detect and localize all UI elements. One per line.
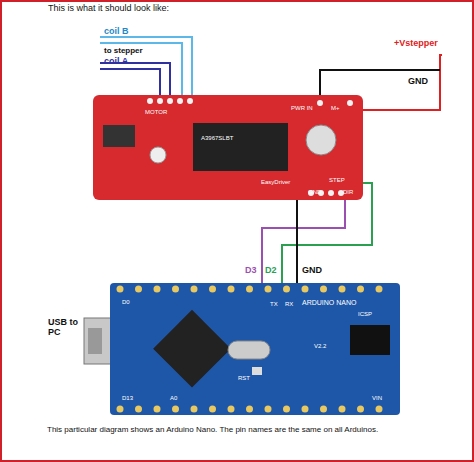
wire-label: coil A: [104, 57, 128, 67]
wire-connector: [262, 200, 345, 283]
wire-label: +Vstepper: [394, 39, 438, 49]
wire-label: USB to PC: [48, 318, 82, 338]
silkscreen-text: D13: [122, 395, 133, 402]
silkscreen-text: PWR IN: [291, 105, 313, 112]
silkscreen-text: TX: [270, 301, 278, 308]
wire-connector: [296, 200, 298, 283]
silkscreen-text: DIR: [343, 189, 353, 196]
wire-label: coil B: [104, 27, 129, 37]
silkscreen-text: M+: [331, 105, 340, 112]
pin-label: D3: [244, 266, 258, 276]
silkscreen-text: GND: [308, 189, 321, 196]
silkscreen-text: A3967SLBT: [201, 135, 233, 142]
wire-label: to stepper: [104, 47, 143, 56]
coil-wire: [100, 37, 192, 100]
power-wire: [350, 55, 442, 110]
wire-label: GND: [408, 77, 428, 87]
silkscreen-text: V2.2: [314, 343, 326, 350]
arduino-nano-board: ARDUINO NANO V2.2 TX RX RST ICSP D13 D0A0 VIN: [110, 283, 400, 415]
silkscreen-text: VIN: [372, 395, 382, 402]
caption: This particular diagram shows an Arduino…: [47, 426, 378, 435]
silkscreen-text: A0: [170, 395, 177, 402]
pin-label: GND: [301, 266, 323, 276]
easydriver-board: MOTOR A3967SLBT PWR IN M+ EasyDriverGND STEP D…: [93, 95, 363, 200]
silkscreen-text: RX: [285, 301, 293, 308]
pin-label: D2: [264, 266, 278, 276]
silkscreen-text: RST: [238, 375, 250, 382]
silkscreen-text: ARDUINO NANO: [302, 299, 356, 307]
silkscreen-text: ICSP: [358, 311, 372, 318]
silkscreen-text: MOTOR: [145, 109, 167, 116]
title: This is what it should look like:: [48, 4, 169, 14]
board-art: [110, 283, 400, 415]
silkscreen-text: EasyDriver: [261, 179, 290, 186]
board-art: [93, 95, 363, 200]
silkscreen-text: STEP: [329, 177, 345, 184]
silkscreen-text: D0: [122, 299, 130, 306]
coil-wire: [100, 43, 182, 100]
